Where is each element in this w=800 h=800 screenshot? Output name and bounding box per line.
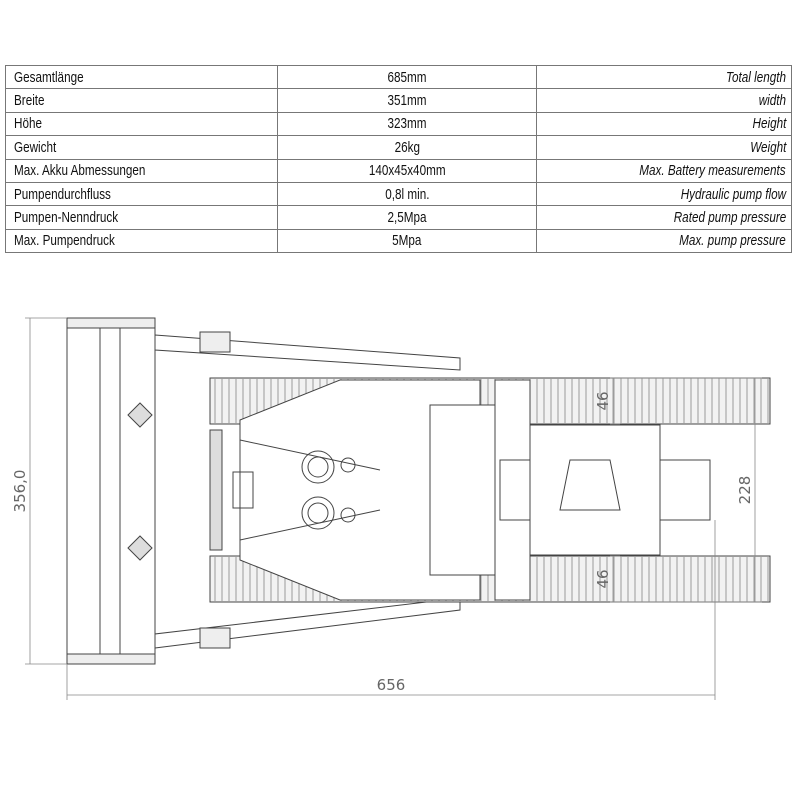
spec-value: 0,8l min. [384, 185, 430, 203]
spec-label-de-cell: Pumpen-Nenndruck [5, 205, 278, 230]
spec-row: Pumpen-Nenndruck 2,5Mpa Rated pump pressur… [5, 205, 792, 230]
spec-label-de-cell: Max. Akku Abmessungen [5, 158, 278, 183]
spec-label-de: Höhe [14, 115, 42, 133]
spec-label-en-cell: Max. pump pressure [536, 228, 792, 254]
dim-length-label: 656 [377, 676, 406, 694]
spec-label-en: Max. Battery measurements [639, 162, 786, 180]
spec-label-de: Max. Akku Abmessungen [14, 162, 146, 180]
spec-value: 140x45x40mm [368, 162, 446, 180]
spec-label-de: Max. Pumpendruck [14, 232, 115, 250]
spec-value-cell: 140x45x40mm [277, 158, 537, 183]
spec-row: Max. Pumpendruck 5Mpa Max. pump pressure [5, 228, 792, 254]
spec-label-de: Gesamtlänge [14, 68, 84, 86]
dim-track-top-label: 46 [594, 391, 612, 410]
spec-value-cell: 323mm [277, 111, 537, 137]
spec-value: 685mm [387, 68, 427, 86]
spec-value: 26kg [394, 138, 420, 156]
chassis [209, 379, 711, 601]
spec-label-de-cell: Max. Pumpendruck [5, 228, 278, 254]
spec-label-de: Pumpen-Nenndruck [14, 209, 119, 227]
spec-label-de: Breite [14, 92, 45, 110]
spec-row: Max. Akku Abmessungen 140x45x40mm Max. Bat… [5, 158, 792, 183]
spec-label-de: Pumpendurchfluss [14, 185, 111, 203]
blade [66, 317, 156, 665]
dim-track-width-label: 228 [736, 476, 754, 505]
spec-row: Pumpendurchfluss 0,8l min. Hydraulic pump … [5, 181, 792, 207]
spec-label-en: Weight [749, 138, 786, 156]
spec-value: 351mm [387, 92, 427, 110]
spec-value-cell: 26kg [277, 135, 537, 160]
spec-label-de: Gewicht [14, 138, 57, 156]
dim-track-bottom-label: 46 [594, 569, 612, 588]
spec-label-en-cell: Total length [536, 64, 792, 90]
spec-label-en-cell: Rated pump pressure [536, 205, 792, 230]
spec-label-en: Rated pump pressure [673, 209, 786, 227]
spec-label-en-cell: Height [536, 111, 792, 137]
spec-label-en-cell: Max. Battery measurements [536, 158, 792, 183]
spec-row: Höhe 323mm Height [5, 111, 792, 137]
spec-label-en: Hydraulic pump flow [680, 185, 786, 203]
spec-value: 323mm [387, 115, 427, 133]
dim-height-label: 356,0 [11, 470, 29, 513]
spec-value-cell: 685mm [277, 64, 537, 90]
dimension-lines [25, 317, 762, 700]
spec-value: 2,5Mpa [387, 209, 427, 227]
spec-row: Gesamtlänge 685mm Total length [5, 64, 792, 90]
spec-label-en: width [758, 92, 786, 110]
spec-label-en: Total length [725, 68, 786, 86]
spec-label-en: Max. pump pressure [679, 232, 786, 250]
hydraulic-cylinders [154, 331, 461, 649]
spec-label-en: Height [752, 115, 786, 133]
spec-value: 5Mpa [392, 232, 422, 250]
